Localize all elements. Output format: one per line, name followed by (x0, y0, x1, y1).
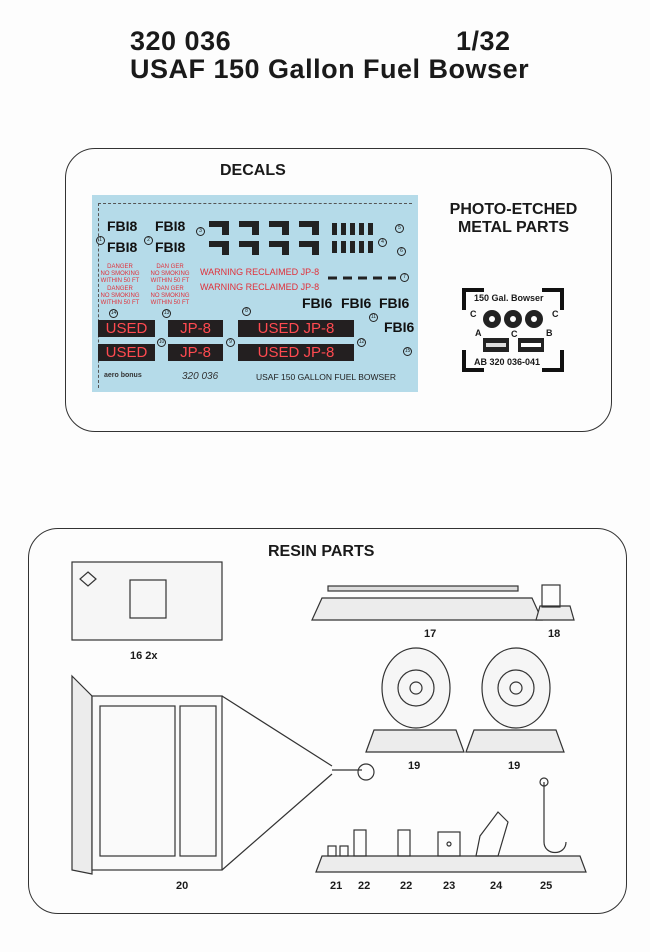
part-label-20: 20 (176, 880, 189, 892)
part-label-16: 16 2x (130, 650, 158, 662)
danger-subtext: NO SMOKING WITHIN 50 FT (100, 271, 140, 284)
danger-subtext: NO SMOKING WITHIN 50 FT (150, 271, 190, 284)
part-label-18: 18 (548, 628, 561, 640)
decal-number: 7 (400, 273, 409, 282)
heading-line: PHOTO-ETCHED (449, 201, 578, 218)
warning-decal: WARNING RECLAIMED JP-8 (200, 267, 320, 277)
resin-panel (28, 528, 627, 914)
danger-subtext: NO SMOKING WITHIN 50 FT (150, 293, 190, 306)
part-label-c: C (470, 309, 477, 319)
warning-decal: WARNING RECLAIMED JP-8 (200, 282, 320, 292)
used-jp8-decal: USED JP-8 (238, 320, 354, 337)
aerobonus-logo: aero bonus (104, 372, 142, 379)
decal-number: 12 (357, 338, 366, 347)
part-label-19: 19 (408, 760, 421, 772)
decal-number: 3 (196, 227, 205, 236)
danger-text: DANGER (107, 264, 133, 270)
part-label-24: 24 (490, 880, 503, 892)
decal-number: 2 (144, 236, 153, 245)
danger-text: DAN GER (156, 286, 184, 292)
danger-subtext: NO SMOKING WITHIN 50 FT (100, 293, 140, 306)
decal-number: 9 (226, 338, 235, 347)
photo-etched-fret: 150 Gal. Bowser A B C C C AB 320 036-041 (462, 288, 564, 372)
part-label-c: C (511, 329, 518, 339)
page-title: USAF 150 Gallon Fuel Bowser (130, 54, 530, 84)
decal-fb16: FBI6 (302, 295, 333, 311)
product-number: 320 036 (130, 26, 232, 56)
decal-fb18: FBI8 (155, 239, 186, 255)
scale: 1/32 (456, 26, 511, 56)
part-label-17: 17 (424, 628, 437, 640)
stripe-decals (209, 221, 373, 255)
part-label-22: 22 (400, 880, 413, 892)
dash-stripe-decal (328, 276, 396, 280)
part-label-19: 19 (508, 760, 521, 772)
decal-number: 5 (395, 224, 404, 233)
decal-number: 1 (96, 236, 105, 245)
resin-heading: RESIN PARTS (268, 543, 375, 560)
photo-etched-heading: PHOTO-ETCHED METAL PARTS (441, 201, 586, 237)
fret-title: 150 Gal. Bowser (474, 293, 544, 303)
danger-text: DAN GER (156, 264, 184, 270)
decal-fb18: FBI8 (155, 218, 186, 234)
fret-drawing (462, 288, 564, 372)
decal-fb16: FBI6 (341, 295, 372, 311)
used-decal: USED (98, 344, 155, 361)
decal-sheet-title: USAF 150 GALLON FUEL BOWSER (256, 372, 396, 382)
decal-fb18: FBI8 (107, 218, 138, 234)
used-decal: USED (98, 320, 155, 337)
decal-number: 6 (397, 247, 406, 256)
decal-number: 13 (162, 309, 171, 318)
decal-fb16: FBI6 (379, 295, 410, 311)
part-label-25: 25 (540, 880, 553, 892)
decal-fb16: FBI6 (384, 319, 415, 335)
part-label-c: C (552, 309, 559, 319)
part-label-b: B (546, 328, 553, 338)
jp8-decal: JP-8 (168, 320, 223, 337)
used-jp8-decal: USED JP-8 (238, 344, 354, 361)
fret-code: AB 320 036-041 (474, 357, 541, 367)
decal-fb18: FBI8 (107, 239, 138, 255)
danger-text: DANGER (107, 286, 133, 292)
decal-sheet-number: 320 036 (182, 371, 219, 382)
decal-number: 15 (403, 347, 412, 356)
part-label-a: A (475, 328, 482, 338)
part-label-21: 21 (330, 880, 343, 892)
heading-line: METAL PARTS (457, 219, 570, 236)
decal-number: 4 (378, 238, 387, 247)
decal-number: 10 (157, 338, 166, 347)
jp8-decal: JP-8 (168, 344, 223, 361)
decals-heading: DECALS (220, 162, 286, 179)
decal-number: 8 (242, 307, 251, 316)
part-label-22: 22 (358, 880, 371, 892)
part-label-23: 23 (443, 880, 456, 892)
decals-panel (65, 148, 612, 432)
decal-number: 14 (109, 309, 118, 318)
decal-number: 11 (369, 313, 378, 322)
